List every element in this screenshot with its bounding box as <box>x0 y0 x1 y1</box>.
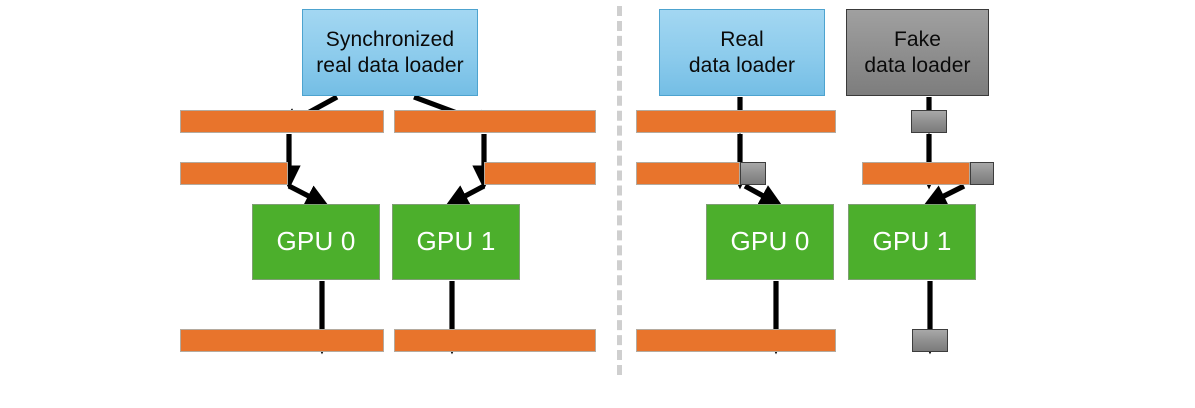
gpu-label: GPU 1 <box>416 226 496 257</box>
gpu-box-gpu-0-right: GPU 0 <box>706 204 834 280</box>
orange-bar-left-gpu1-row1 <box>394 110 596 133</box>
loader-label-line2: real data loader <box>316 53 464 77</box>
loader-label-line1: Fake <box>893 27 942 51</box>
orange-bar-right-gpu1-row2 <box>862 162 970 185</box>
orange-bar-left-gpu0-row3 <box>180 329 384 352</box>
gray-chip-right-gpu1-chip-row2 <box>970 162 994 185</box>
orange-bar-left-gpu0-row2 <box>180 162 288 185</box>
gpu-label: GPU 1 <box>872 226 952 257</box>
gray-chip-right-gpu0-chip-row2 <box>740 162 766 185</box>
orange-bar-right-gpu0-row3 <box>636 329 836 352</box>
orange-bar-left-gpu1-row2 <box>484 162 596 185</box>
orange-bar-left-gpu0-row1 <box>180 110 384 133</box>
orange-bar-left-gpu1-row3 <box>394 329 596 352</box>
gray-chip-fake-chip-row3 <box>912 329 948 352</box>
loader-label-line2: data loader <box>864 53 971 77</box>
arrow-left-gpu1-bar2-to-gpu1 <box>444 183 486 207</box>
arrow-right-bar2-to-gpu0 <box>743 183 784 208</box>
gpu-label: GPU 0 <box>276 226 356 257</box>
gpu-label: GPU 0 <box>730 226 810 257</box>
orange-bar-right-gpu0-row2 <box>636 162 740 185</box>
loader-label-line1: Real <box>720 27 764 51</box>
loader-label-line1: Synchronized <box>325 27 455 51</box>
loader-label-line2: data loader <box>688 53 796 77</box>
gpu-box-gpu-1-left: GPU 1 <box>392 204 520 280</box>
panel-divider <box>617 6 622 375</box>
gpu-box-gpu-0-left: GPU 0 <box>252 204 380 280</box>
gray-chip-fake-chip-row1 <box>911 110 947 133</box>
gpu-box-gpu-1-right: GPU 1 <box>848 204 976 280</box>
orange-bar-right-gpu0-row1 <box>636 110 836 133</box>
arrow-right-chip2-to-gpu1 <box>922 183 966 207</box>
arrow-left-gpu0-bar2-to-gpu0 <box>287 183 330 207</box>
